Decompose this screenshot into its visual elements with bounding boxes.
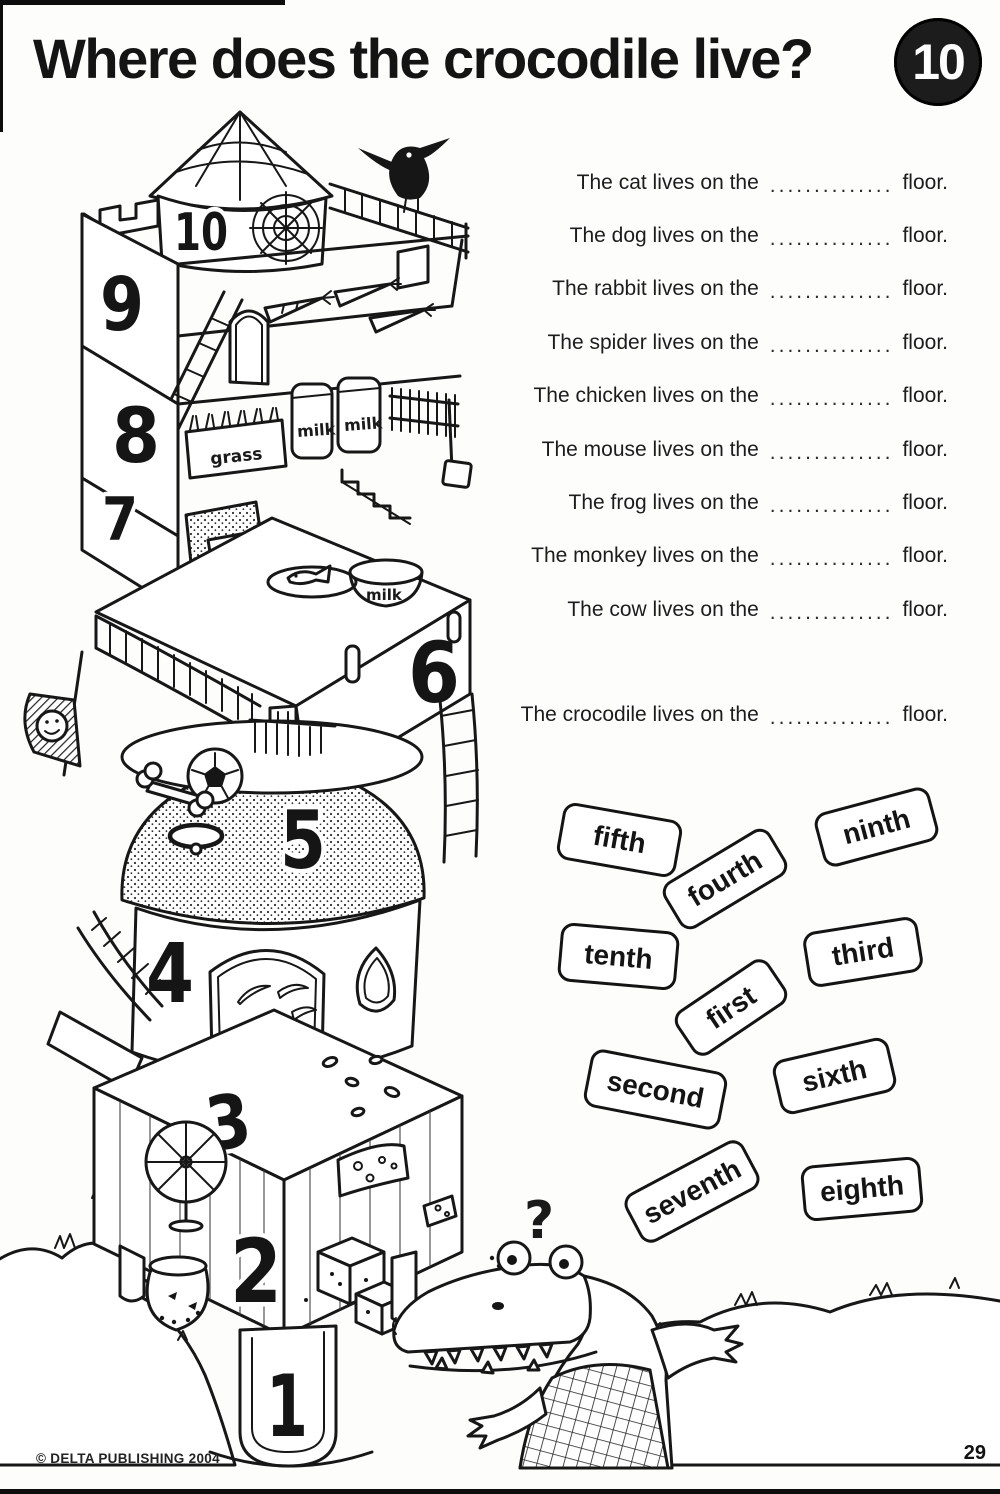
seeds-on-deck xyxy=(321,1054,401,1118)
sentence-end: floor. xyxy=(902,330,948,354)
stairs xyxy=(340,468,412,525)
milk-jar-1-label: milk xyxy=(296,419,336,441)
sentence-text: The monkey lives on the xyxy=(531,544,759,568)
scan-artifact-top xyxy=(0,0,285,5)
bird xyxy=(358,138,450,213)
floor-number-9: 9 xyxy=(100,262,144,348)
sentence-row-cat: The cat lives on the .............. floo… xyxy=(468,156,948,209)
carrots xyxy=(263,277,436,334)
crocodile-left-leg xyxy=(466,1386,548,1450)
sentence-end: floor. xyxy=(902,384,948,408)
floor-number-5: 5 xyxy=(280,794,326,887)
hamster-wheel xyxy=(144,1120,228,1233)
answer-blank-cat[interactable]: .............. xyxy=(769,173,894,197)
sentence-row-rabbit: The rabbit lives on the .............. f… xyxy=(468,263,948,316)
sentence-end: floor. xyxy=(902,491,948,515)
floor-number-2: 2 xyxy=(230,1220,282,1323)
sentence-text: The cow lives on the xyxy=(567,597,759,621)
sentence-text: The dog lives on the xyxy=(569,224,759,248)
floor-number-4: 4 xyxy=(146,927,194,1022)
sentence-end: floor. xyxy=(902,224,948,248)
answer-blank-rabbit[interactable]: .............. xyxy=(769,280,894,304)
sentence-text: The cat lives on the xyxy=(576,170,759,194)
sentence-row-cow: The cow lives on the .............. floo… xyxy=(468,583,948,636)
copyright-notice: © DELTA PUBLISHING 2004 xyxy=(36,1451,220,1466)
milk-jar-2: milk xyxy=(336,376,383,454)
sentence-row-chicken: The chicken lives on the .............. … xyxy=(468,370,948,423)
smiley-flag xyxy=(23,650,84,777)
fish-bowl xyxy=(145,1255,210,1332)
answer-blank-mouse[interactable]: .............. xyxy=(769,440,894,464)
sentence-text: The frog lives on the xyxy=(568,491,759,515)
sentence-row-crocodile: The crocodile lives on the .............… xyxy=(468,689,948,742)
dog-collar xyxy=(167,822,225,856)
milk-bowl-label: milk xyxy=(366,586,403,604)
sentence-text: The crocodile lives on the xyxy=(520,703,759,727)
sentence-end: floor. xyxy=(902,597,948,621)
floor-8: 8 grass milk milk xyxy=(80,344,473,538)
sentence-list: The cat lives on the .............. floo… xyxy=(468,156,948,742)
bone xyxy=(135,761,215,818)
sentence-end: floor. xyxy=(902,437,948,461)
sentence-text: The mouse lives on the xyxy=(541,437,759,461)
answer-blank-cow[interactable]: .............. xyxy=(769,600,894,624)
sentence-row-monkey: The monkey lives on the .............. f… xyxy=(468,530,948,583)
answer-blank-monkey[interactable]: .............. xyxy=(769,547,894,571)
sentence-row-spider: The spider lives on the .............. f… xyxy=(468,316,948,369)
floor-number-6: 6 xyxy=(408,624,460,722)
scan-artifact-left xyxy=(0,0,3,132)
page-title: Where does the crocodile live? xyxy=(33,27,814,90)
picket-fence xyxy=(388,387,473,489)
crocodile-belly xyxy=(518,1363,670,1470)
milk-jar-1: milk xyxy=(290,382,336,460)
floor-number-1: 1 xyxy=(266,1357,308,1457)
sentence-row-dog: The dog lives on the .............. floo… xyxy=(468,209,948,262)
floor-9: 9 xyxy=(80,212,470,472)
sentence-row-mouse: The mouse lives on the .............. fl… xyxy=(468,423,948,476)
word-tile-tenth[interactable]: tenth xyxy=(556,921,681,992)
floor-5: 5 xyxy=(120,718,426,925)
sentence-row-frog: The frog lives on the .............. flo… xyxy=(468,476,949,529)
railing-floor-10 xyxy=(328,182,470,260)
worksheet-number: 10 xyxy=(912,34,966,90)
answer-blank-crocodile[interactable]: .............. xyxy=(769,706,894,730)
crocodile: ? xyxy=(392,1191,744,1470)
cheese-wedges xyxy=(336,1143,458,1228)
question-mark: ? xyxy=(524,1191,554,1251)
spider-web xyxy=(249,191,323,265)
answer-blank-dog[interactable]: .............. xyxy=(769,227,894,251)
floor-number-10: 10 xyxy=(174,203,228,263)
crocodile-right-arm xyxy=(650,1322,744,1380)
answer-blank-frog[interactable]: .............. xyxy=(769,494,894,518)
sentence-end: floor. xyxy=(902,277,948,301)
milk-bowl: milk xyxy=(348,558,424,608)
grass-box: grass xyxy=(184,407,288,480)
answer-blank-spider[interactable]: .............. xyxy=(769,333,894,357)
scan-artifact-bottom xyxy=(0,1489,1000,1494)
sentence-text: The rabbit lives on the xyxy=(552,277,759,301)
milk-jar-2-label: milk xyxy=(343,413,383,435)
sentence-end: floor. xyxy=(902,170,948,194)
page-number: 29 xyxy=(963,1442,986,1464)
answer-blank-chicken[interactable]: .............. xyxy=(769,387,894,411)
floor-number-8: 8 xyxy=(112,391,160,480)
floor-1: 1 xyxy=(208,1324,374,1468)
worksheet-number-badge: 10 xyxy=(894,18,982,106)
teardrop-window xyxy=(355,946,397,1013)
sentence-end: floor. xyxy=(902,703,948,727)
crocodile-teeth xyxy=(408,1342,598,1375)
word-tile-eighth[interactable]: eighth xyxy=(799,1155,925,1223)
sentence-end: floor. xyxy=(902,544,948,568)
sentence-text: The spider lives on the xyxy=(547,330,759,354)
football xyxy=(186,747,244,805)
sentence-text: The chicken lives on the xyxy=(533,384,759,408)
floor-number-7: 7 xyxy=(102,485,138,555)
fish-plate xyxy=(266,564,358,599)
rope-ladder xyxy=(438,692,479,864)
